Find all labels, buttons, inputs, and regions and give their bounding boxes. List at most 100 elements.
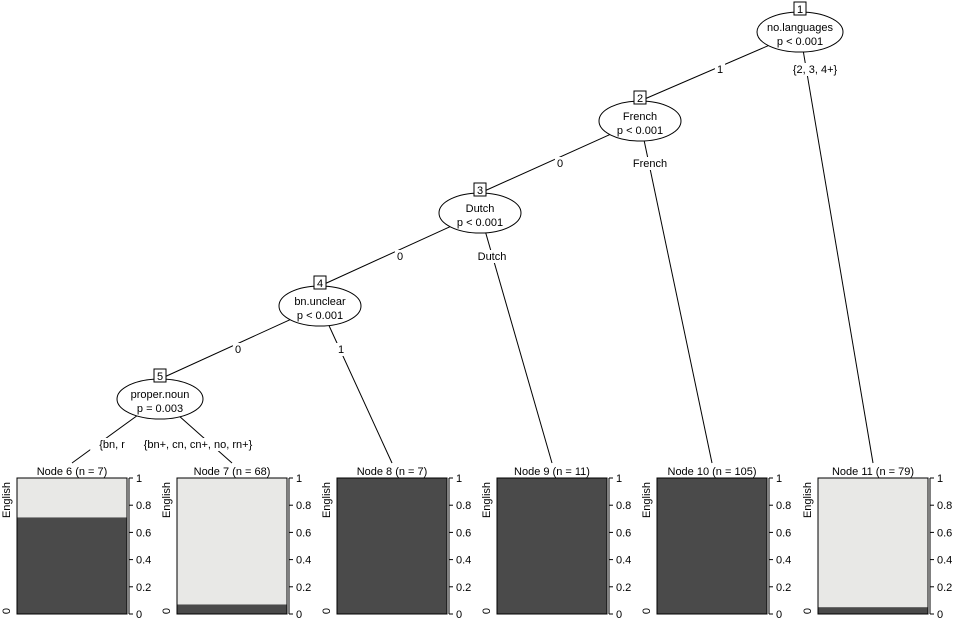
terminal-9-tick-label: 1 <box>616 473 622 485</box>
edge-label-bg <box>474 250 510 263</box>
node-1-pvalue: p < 0.001 <box>777 36 823 48</box>
terminal-9-tick-label: 0.8 <box>616 500 631 512</box>
terminal-6-tick-label: 0.8 <box>136 500 151 512</box>
node-3-id: 3 <box>477 185 483 197</box>
edge-label-1-11: {2, 3, 4+} <box>793 64 838 76</box>
edge-label-4-8: 1 <box>338 344 344 356</box>
node-3-variable: Dutch <box>466 203 495 215</box>
terminal-7-title: Node 7 (n = 68) <box>194 466 271 478</box>
terminal-9-tick-label: 0.2 <box>616 582 631 594</box>
terminal-9-tick-label: 0.6 <box>616 527 631 539</box>
terminal-9-tick-label: 0 <box>616 609 622 620</box>
terminal-8-tick-label: 1 <box>456 473 462 485</box>
terminal-11-left-zero: 0 <box>802 608 814 614</box>
edge-label-bg <box>232 343 244 356</box>
terminal-6-tick-label: 0.4 <box>136 555 151 567</box>
terminal-9-title: Node 9 (n = 11) <box>514 466 590 478</box>
terminal-7-english-bar <box>177 604 287 614</box>
terminal-10-tick-label: 0.4 <box>776 555 791 567</box>
terminal-10-tick-label: 0.6 <box>776 527 791 539</box>
terminal-9-frame <box>496 477 608 615</box>
terminal-7-tick-label: 1 <box>296 473 302 485</box>
terminal-9-tick-label: 0.4 <box>616 555 631 567</box>
terminal-7-tick-label: 0.8 <box>296 500 311 512</box>
edge-label-bg <box>714 63 726 76</box>
terminal-8-tick-label: 0 <box>456 609 462 620</box>
terminal-8-ylabel: English <box>321 482 333 518</box>
node-2-id-box <box>633 90 647 105</box>
edge-3-4 <box>319 226 451 287</box>
terminal-10-title: Node 10 (n = 105) <box>668 466 757 478</box>
terminal-8-title: Node 8 (n = 7) <box>357 466 428 478</box>
terminal-7-left-zero: 0 <box>161 608 173 614</box>
node-5-id: 5 <box>157 371 163 383</box>
node-5-variable: proper.noun <box>131 389 190 401</box>
terminal-7-other-bar <box>177 478 287 605</box>
terminal-6-tick-label: 0 <box>136 609 142 620</box>
terminal-9-ylabel: English <box>481 482 493 518</box>
edge-label-bg <box>629 157 671 170</box>
terminal-8-english-bar <box>337 478 447 614</box>
terminal-10-english-bar <box>657 478 767 614</box>
terminal-11-tick-label: 0 <box>937 609 943 620</box>
node-3-id-box <box>473 182 487 197</box>
terminal-6-left-zero: 0 <box>1 608 13 614</box>
node-5-pvalue: p = 0.003 <box>137 403 183 415</box>
terminal-8-tick-label: 0.6 <box>456 527 471 539</box>
terminal-10-left-zero: 0 <box>641 608 653 614</box>
node-2-id: 2 <box>637 93 643 105</box>
terminal-10-tick-label: 1 <box>776 473 782 485</box>
terminal-6-english-bar <box>17 517 127 614</box>
terminal-6-tick-label: 1 <box>136 473 142 485</box>
edge-label-3-9: Dutch <box>478 251 507 263</box>
terminal-8-left-zero: 0 <box>321 608 333 614</box>
terminal-11-tick-label: 0.6 <box>937 527 952 539</box>
edge-3-9 <box>485 232 553 464</box>
terminal-11-english-bar <box>818 607 928 614</box>
node-1-id-box <box>793 1 807 16</box>
edge-2-10 <box>643 140 713 464</box>
terminal-7-tick-label: 0.2 <box>296 582 311 594</box>
terminal-10-frame <box>656 477 768 615</box>
terminal-7-ylabel: English <box>161 482 173 518</box>
terminal-11-title: Node 11 (n = 79) <box>832 466 914 478</box>
terminal-11-ylabel: English <box>802 482 814 518</box>
terminal-6-tick-label: 0.6 <box>136 527 151 539</box>
terminal-6-tick-label: 0.2 <box>136 582 151 594</box>
terminal-11-frame <box>817 477 929 615</box>
terminal-11-other-bar <box>818 478 928 608</box>
terminal-9-left-zero: 0 <box>481 608 493 614</box>
edge-label-bg <box>554 157 566 170</box>
node-4-id-box <box>313 275 327 290</box>
node-1-id: 1 <box>797 4 803 16</box>
edge-label-1-2: 1 <box>717 64 723 76</box>
terminal-7-tick-label: 0 <box>296 609 302 620</box>
terminal-11-tick-label: 0.2 <box>937 582 952 594</box>
terminal-6-ylabel: English <box>1 482 13 518</box>
terminal-10-tick-label: 0 <box>776 609 782 620</box>
node-4-variable: bn.unclear <box>294 296 346 308</box>
terminal-10-ylabel: English <box>641 482 653 518</box>
node-4-pvalue: p < 0.001 <box>297 310 343 322</box>
edge-label-2-3: 0 <box>557 158 563 170</box>
edge-4-5 <box>159 319 291 380</box>
edge-label-4-5: 0 <box>235 344 241 356</box>
terminal-11-tick-label: 0.8 <box>937 500 952 512</box>
edge-2-3 <box>479 134 611 194</box>
edge-label-2-10: French <box>633 158 667 170</box>
edge-label-bg <box>782 63 848 76</box>
edge-label-bg <box>124 438 272 451</box>
node-2-pvalue: p < 0.001 <box>617 125 663 137</box>
terminal-8-tick-label: 0.8 <box>456 500 471 512</box>
terminal-10-tick-label: 0.2 <box>776 582 791 594</box>
node-1-variable: no.languages <box>767 22 834 34</box>
edge-label-bg <box>394 250 406 263</box>
terminal-8-tick-label: 0.2 <box>456 582 471 594</box>
terminal-8-tick-label: 0.4 <box>456 555 471 567</box>
terminal-7-tick-label: 0.4 <box>296 555 311 567</box>
edge-1-2 <box>639 45 769 102</box>
terminal-7-frame <box>176 477 288 615</box>
terminal-6-other-bar <box>17 478 127 518</box>
edge-label-bg <box>335 343 347 356</box>
